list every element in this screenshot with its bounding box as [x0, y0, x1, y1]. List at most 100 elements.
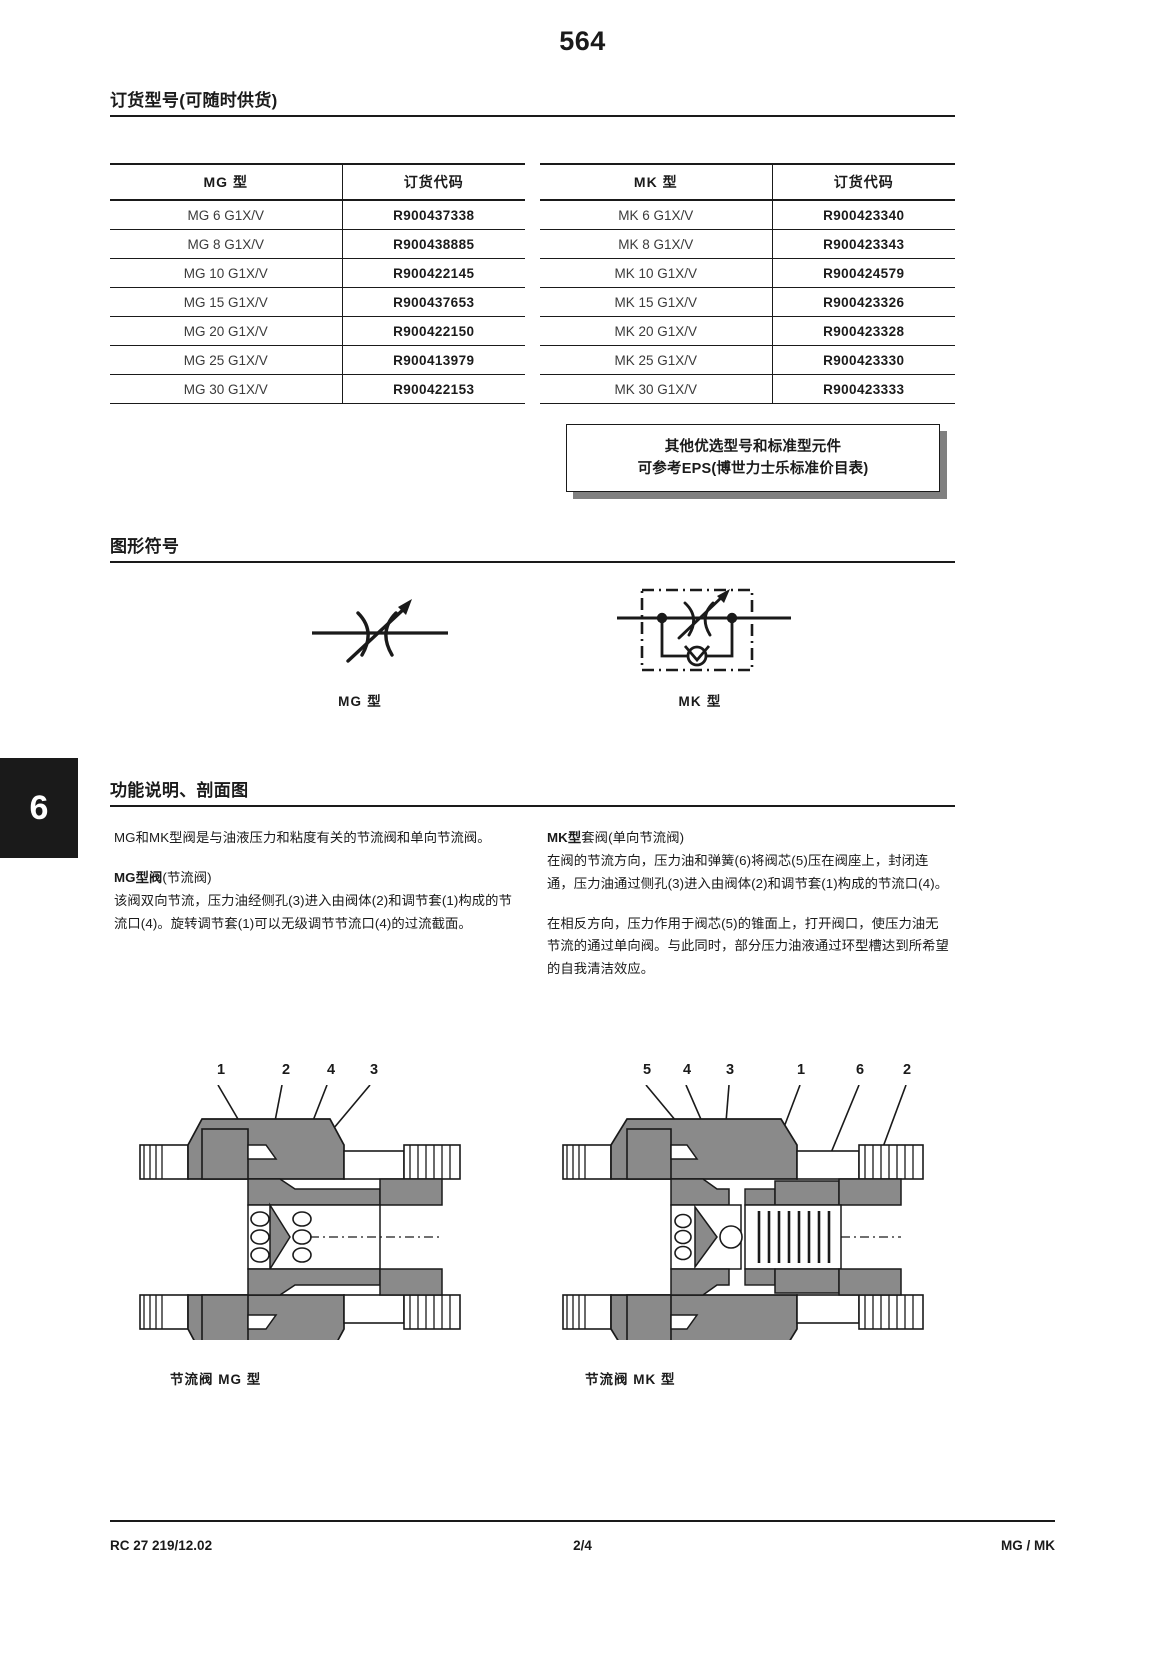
callout-number: 5 — [642, 1062, 652, 1078]
cell-code: R900423328 — [823, 323, 905, 339]
footer-product-family: MG / MK — [1001, 1538, 1055, 1553]
footer: RC 27 219/12.02 2/4 MG / MK — [110, 1538, 1055, 1553]
table-row: MG 8 G1X/V R900438885 — [110, 229, 525, 259]
section-function-heading: 功能说明、剖面图 — [110, 776, 955, 807]
callout-number: 3 — [725, 1062, 735, 1078]
cell-type: MG 10 G1X/V — [110, 258, 343, 288]
table-row: MK 6 G1X/V R900423340 — [540, 200, 955, 230]
table-row: MG 10 G1X/V R900422145 — [110, 258, 525, 288]
section-symbols-rule — [110, 561, 955, 563]
mk-check-throttle-symbol-icon — [617, 588, 791, 672]
function-left-subheading-paren: (节流阀) — [162, 869, 212, 885]
cell-type: MG 6 G1X/V — [110, 200, 343, 230]
function-right-body-2: 在相反方向，压力作用于阀芯(5)的锥面上，打开阀口，使压力油无节流的通过单向阀。… — [547, 915, 949, 977]
cell-type: MK 30 G1X/V — [540, 374, 773, 404]
table-row: MK 30 G1X/V R900423333 — [540, 374, 955, 404]
section-ordering-title: 订货型号(可随时供货) — [110, 91, 278, 110]
chapter-tab: 6 — [0, 758, 78, 858]
callout-number: 3 — [369, 1062, 379, 1078]
cross-section-diagram-mg — [130, 1084, 470, 1357]
table-row: MK 10 G1X/V R900424579 — [540, 258, 955, 288]
cell-type: MK 6 G1X/V — [540, 200, 773, 230]
callout-number: 6 — [855, 1062, 865, 1078]
cross-section-caption-mk: 节流阀 MK 型 — [585, 1372, 676, 1387]
cell-code: R900423330 — [823, 352, 905, 368]
column-header-code: 订货代码 — [403, 174, 464, 190]
callout-number: 4 — [326, 1062, 336, 1078]
function-left-subheading: MG型阀(节流阀) — [114, 867, 519, 890]
symbol-mg-caption: MG 型 — [338, 694, 382, 709]
section-symbols-heading: 图形符号 — [110, 532, 955, 563]
callout-number: 1 — [216, 1062, 226, 1078]
note-box-line-2: 可参考EPS(博世力士乐标准价目表) — [637, 461, 869, 477]
function-right-subheading-bold: MK型 — [547, 830, 582, 845]
callout-number: 4 — [682, 1062, 692, 1078]
cell-type: MG 15 G1X/V — [110, 287, 343, 317]
section-ordering-heading: 订货型号(可随时供货) — [110, 86, 955, 117]
note-box: 其他优选型号和标准型元件 可参考EPS(博世力士乐标准价目表) — [566, 424, 940, 492]
function-left-body: 该阀双向节流，压力油经侧孔(3)进入由阀体(2)和调节套(1)构成的节流口(4)… — [114, 892, 512, 931]
section-function-rule — [110, 805, 955, 807]
callout-number: 2 — [902, 1062, 912, 1078]
cell-type: MG 25 G1X/V — [110, 345, 343, 375]
page-number: 564 — [559, 26, 606, 56]
cell-code: R900422153 — [393, 381, 475, 397]
table-row: MK 20 G1X/V R900423328 — [540, 316, 955, 346]
column-header-type: MK 型 — [540, 164, 773, 200]
function-right-subheading-paren: 套阀(单向节流阀) — [581, 830, 685, 845]
table-row: MK 15 G1X/V R900423326 — [540, 287, 955, 317]
footer-rule — [110, 1520, 1055, 1522]
callout-number: 1 — [796, 1062, 806, 1078]
function-text-left-column: MG和MK型阀是与油液压力和粘度有关的节流阀和单向节流阀。 MG型阀(节流阀) … — [114, 827, 519, 935]
function-right-body-1: 在阀的节流方向，压力油和弹簧(6)将阀芯(5)压在阀座上，封闭连通，压力油通过侧… — [547, 852, 949, 891]
cell-code: R900413979 — [393, 352, 475, 368]
table-header-row: MG 型 订货代码 — [110, 164, 525, 200]
note-box-line-1: 其他优选型号和标准型元件 — [664, 438, 842, 455]
cell-type: MK 20 G1X/V — [540, 316, 773, 346]
section-symbols-title: 图形符号 — [110, 537, 180, 556]
cell-type: MG 30 G1X/V — [110, 374, 343, 404]
cell-type: MG 20 G1X/V — [110, 316, 343, 346]
cell-code: R900423333 — [823, 381, 905, 397]
callout-number: 2 — [281, 1062, 291, 1078]
cell-code: R900423340 — [823, 207, 905, 223]
table-row: MG 30 G1X/V R900422153 — [110, 374, 525, 404]
cell-code: R900423343 — [823, 236, 905, 252]
table-row: MG 25 G1X/V R900413979 — [110, 345, 525, 375]
column-header-code: 订货代码 — [833, 174, 894, 190]
cell-type: MK 8 G1X/V — [540, 229, 773, 259]
symbol-mg — [300, 585, 460, 680]
cell-type: MK 25 G1X/V — [540, 345, 773, 375]
section-function-title: 功能说明、剖面图 — [110, 781, 249, 800]
cell-code: R900437338 — [393, 207, 475, 223]
table-row: MG 6 G1X/V R900437338 — [110, 200, 525, 230]
cell-type: MK 10 G1X/V — [540, 258, 773, 288]
footer-page-indicator: 2/4 — [573, 1538, 592, 1553]
mg-valve-section-drawing-icon — [139, 1084, 461, 1357]
table-row: MG 20 G1X/V R900422150 — [110, 316, 525, 346]
function-intro-paragraph: MG和MK型阀是与油液压力和粘度有关的节流阀和单向节流阀。 — [114, 830, 491, 845]
mk-valve-section-drawing-icon — [562, 1084, 924, 1357]
cross-section-diagram-mk — [553, 1084, 933, 1357]
cross-section-caption-mg: 节流阀 MG 型 — [170, 1372, 262, 1387]
cell-code: R900423326 — [823, 294, 905, 310]
table-row: MK 25 G1X/V R900423330 — [540, 345, 955, 375]
cell-code: R900422150 — [393, 323, 475, 339]
section-ordering-rule — [110, 115, 955, 117]
function-left-subheading-bold: MG型阀 — [114, 869, 163, 885]
table-row: MK 8 G1X/V R900423343 — [540, 229, 955, 259]
cell-code: R900437653 — [393, 294, 475, 310]
mg-throttle-symbol-icon — [312, 599, 448, 663]
cell-code: R900422145 — [393, 265, 475, 281]
column-header-type: MG 型 — [110, 164, 343, 200]
chapter-tab-number: 6 — [29, 788, 49, 827]
cell-code: R900424579 — [823, 265, 905, 281]
order-table-mk: MK 型 订货代码 MK 6 G1X/V R900423340 MK 8 G1X/… — [540, 163, 955, 404]
order-table-mg: MG 型 订货代码 MG 6 G1X/V R900437338 MG 8 G1X/… — [110, 163, 525, 404]
cell-type: MG 8 G1X/V — [110, 229, 343, 259]
cell-code: R900438885 — [393, 236, 475, 252]
function-right-subheading: MK型套阀(单向节流阀) — [547, 827, 952, 850]
symbol-mk-caption: MK 型 — [678, 694, 722, 709]
cell-type: MK 15 G1X/V — [540, 287, 773, 317]
symbol-mk — [615, 580, 795, 685]
